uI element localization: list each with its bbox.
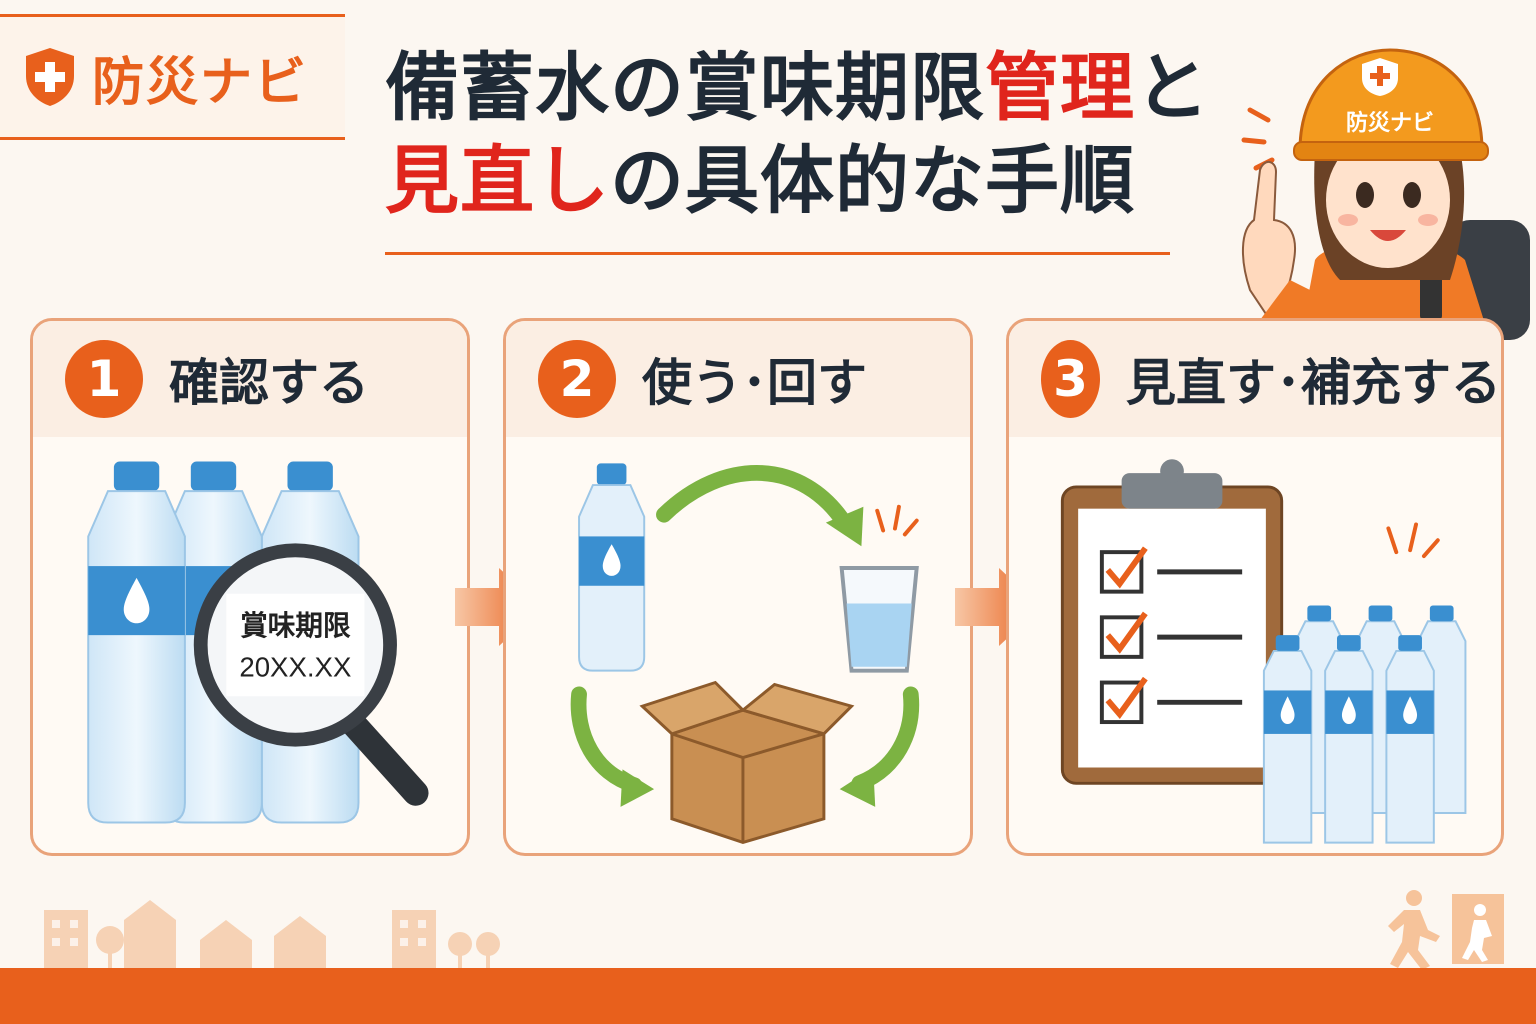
cycle-arrow-icon bbox=[851, 686, 920, 792]
rotation-cycle-illustration bbox=[570, 463, 920, 844]
water-drop-icon bbox=[123, 577, 150, 624]
page-title: 備蓄水の賞味期限管理と 見直しの具体的な手順 bbox=[385, 42, 1215, 227]
step-panel-3: 3 見直す･補充する bbox=[1006, 318, 1504, 856]
title-text: の具体的な手順 bbox=[610, 137, 1135, 224]
clipboard-bottles-illustration bbox=[1060, 459, 1467, 844]
title-underline bbox=[385, 252, 1170, 255]
step-number-2: 2 bbox=[538, 340, 616, 418]
step-title-3: 見直す･補充する bbox=[1126, 354, 1501, 412]
magnifier-bottles-illustration: 賞味期限 20XX.XX bbox=[87, 461, 429, 824]
stacked-bottles-icon bbox=[1262, 605, 1467, 844]
attention-marks bbox=[1386, 522, 1440, 559]
step-header-3: 3 見直す･補充する bbox=[1009, 321, 1501, 437]
attention-marks bbox=[1241, 107, 1275, 171]
water-bottle-icon bbox=[87, 461, 186, 824]
cycle-arrow-icon bbox=[570, 686, 643, 794]
magnifier-icon bbox=[193, 543, 429, 806]
brand-name: 防災ナビ bbox=[92, 52, 309, 113]
step-header-1: 1 確認する bbox=[33, 321, 467, 437]
step-header-2: 2 使う･回す bbox=[506, 321, 970, 437]
water-drop-icon bbox=[602, 544, 621, 576]
city-buildings-decoration bbox=[44, 890, 1504, 970]
step-panel-2: 2 使う･回す bbox=[503, 318, 973, 856]
step-number-3: 3 bbox=[1041, 340, 1100, 418]
running-person-icon bbox=[1388, 890, 1440, 970]
guide-character: 防災ナビ bbox=[1241, 48, 1530, 340]
clipboard-icon bbox=[1060, 459, 1284, 785]
expiry-label: 賞味期限 bbox=[240, 610, 351, 641]
checkbox-checked-icon bbox=[1099, 676, 1243, 725]
step-title-2: 使う･回す bbox=[642, 354, 867, 412]
title-line-2: 見直しの具体的な手順 bbox=[385, 135, 1215, 228]
glass-of-water-icon bbox=[839, 566, 919, 673]
helmet-label: 防災ナビ bbox=[1346, 110, 1434, 135]
title-highlight: 管理 bbox=[985, 45, 1135, 131]
title-text: 備蓄水の賞味期限 bbox=[385, 45, 985, 131]
checkbox-checked-icon bbox=[1099, 546, 1243, 594]
brand-logo: 防災ナビ bbox=[0, 14, 345, 140]
cardboard-box-icon bbox=[639, 680, 855, 844]
step-title-1: 確認する bbox=[169, 354, 369, 412]
expiry-date: 20XX.XX bbox=[239, 652, 351, 683]
shield-plus-icon bbox=[26, 48, 74, 106]
cycle-arrow-icon bbox=[656, 465, 854, 533]
step-number-1: 1 bbox=[65, 340, 143, 418]
title-line-1: 備蓄水の賞味期限管理と bbox=[385, 42, 1215, 135]
evacuation-exit-icon bbox=[1452, 894, 1504, 964]
footer-band bbox=[0, 968, 1536, 1024]
title-highlight: 見直し bbox=[385, 137, 610, 224]
step-panel-1: 1 確認する 賞味期限 20XX.X bbox=[30, 318, 470, 856]
checkbox-checked-icon bbox=[1099, 611, 1243, 659]
water-bottle-icon bbox=[578, 463, 646, 672]
title-text: と bbox=[1135, 45, 1210, 131]
attention-marks bbox=[875, 504, 919, 537]
